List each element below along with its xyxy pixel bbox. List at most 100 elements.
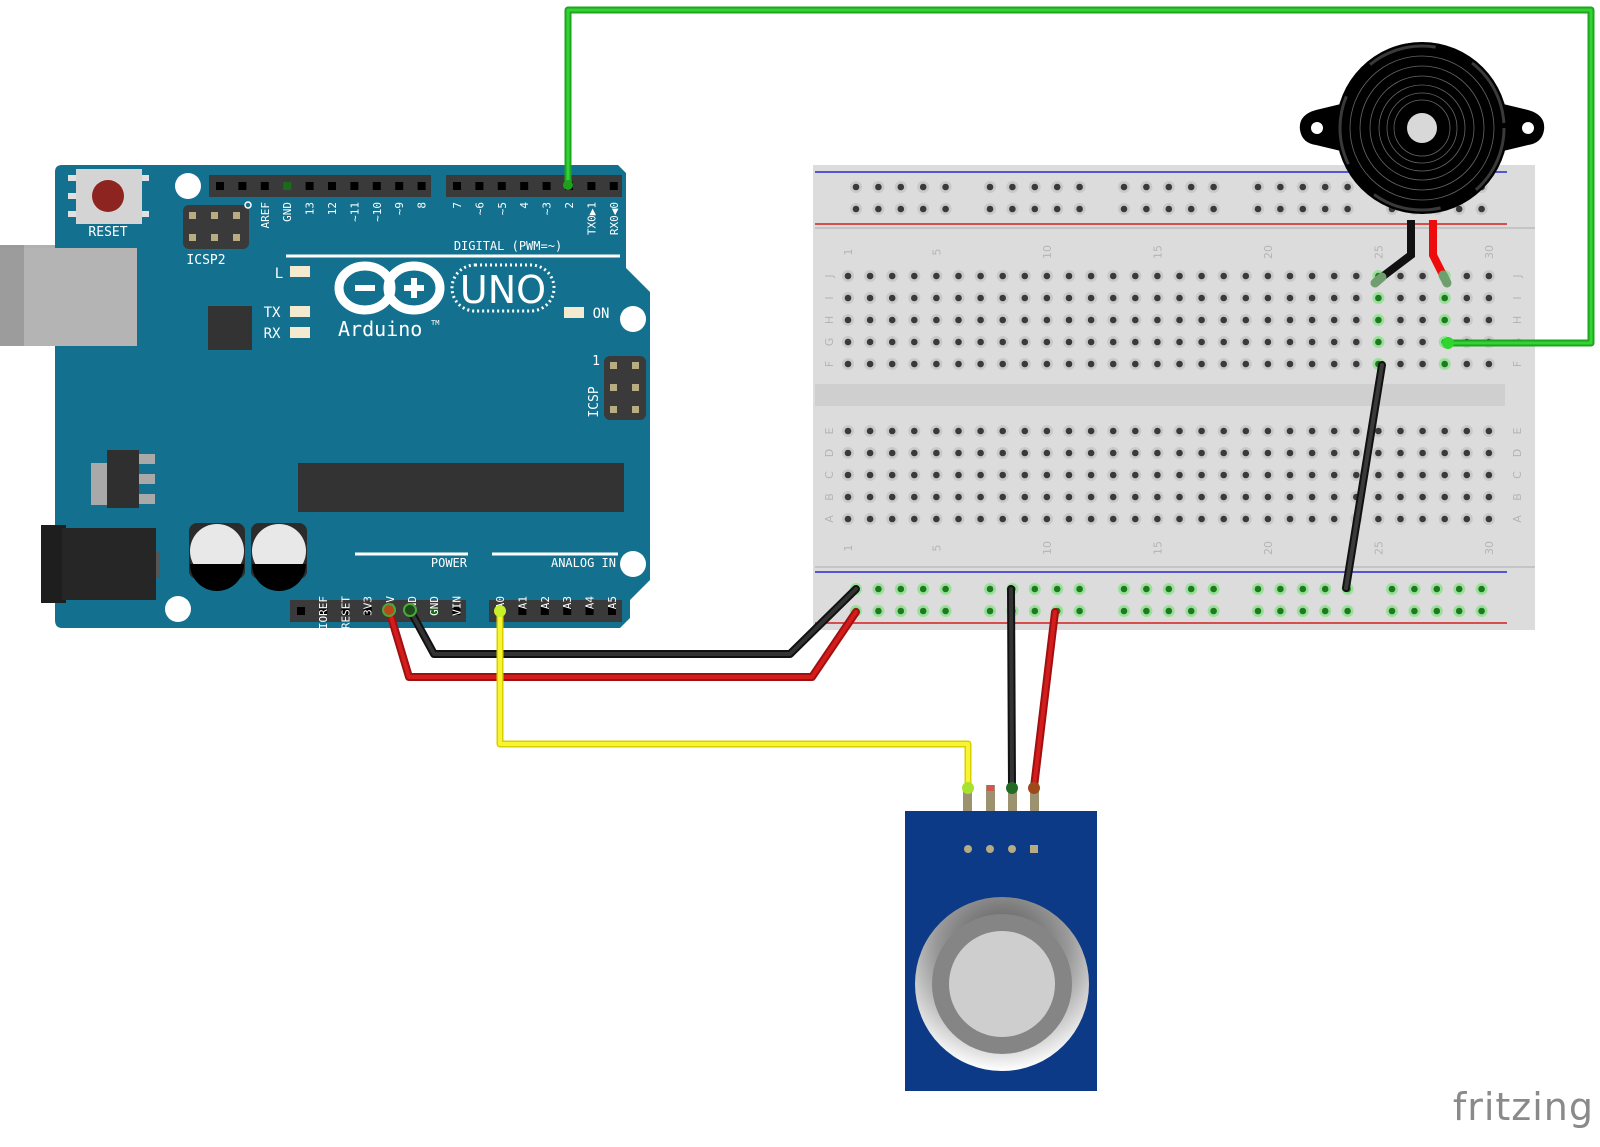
breadboard-hole[interactable] xyxy=(942,585,949,593)
breadboard-hole[interactable] xyxy=(844,316,852,324)
breadboard-hole[interactable] xyxy=(999,515,1006,523)
breadboard-hole[interactable] xyxy=(1397,360,1404,368)
breadboard-hole[interactable] xyxy=(1286,427,1294,435)
breadboard-hole[interactable] xyxy=(1485,515,1493,523)
breadboard-hole[interactable] xyxy=(1021,360,1029,368)
breadboard-hole[interactable] xyxy=(1485,360,1493,368)
header-pin[interactable] xyxy=(520,182,529,190)
breadboard-hole[interactable] xyxy=(1419,294,1426,302)
header-pin[interactable] xyxy=(587,182,596,190)
header-pin[interactable] xyxy=(497,182,506,190)
breadboard-hole[interactable] xyxy=(955,427,962,435)
breadboard-hole[interactable] xyxy=(1308,449,1316,457)
breadboard-hole[interactable] xyxy=(977,338,984,346)
breadboard-hole[interactable] xyxy=(1065,427,1073,435)
breadboard-hole[interactable] xyxy=(866,316,874,324)
breadboard-hole[interactable] xyxy=(897,205,905,213)
breadboard-hole[interactable] xyxy=(888,338,896,346)
breadboard-hole[interactable] xyxy=(1021,272,1029,280)
breadboard-hole[interactable] xyxy=(1176,360,1183,368)
breadboard-hole[interactable] xyxy=(911,338,918,346)
breadboard-hole[interactable] xyxy=(933,272,940,280)
header-pin[interactable] xyxy=(319,607,328,615)
breadboard-hole[interactable] xyxy=(955,449,962,457)
breadboard-hole[interactable] xyxy=(1087,515,1095,523)
breadboard-hole[interactable] xyxy=(1187,205,1195,213)
header-pin[interactable] xyxy=(350,182,359,190)
header-pin[interactable] xyxy=(452,607,461,615)
breadboard-hole[interactable] xyxy=(1087,338,1095,346)
header-pin[interactable] xyxy=(372,182,381,190)
breadboard-hole[interactable] xyxy=(1143,205,1150,213)
breadboard-hole[interactable] xyxy=(875,205,882,213)
breadboard-hole[interactable] xyxy=(1321,607,1329,615)
breadboard-hole[interactable] xyxy=(1397,294,1404,302)
breadboard-hole[interactable] xyxy=(1198,471,1205,479)
breadboard-hole[interactable] xyxy=(1388,585,1396,593)
breadboard-hole[interactable] xyxy=(1076,205,1083,213)
breadboard-hole[interactable] xyxy=(919,585,927,593)
breadboard-hole[interactable] xyxy=(1165,205,1173,213)
header-pin[interactable] xyxy=(430,607,439,615)
breadboard-hole[interactable] xyxy=(1031,183,1039,191)
breadboard-hole[interactable] xyxy=(1021,493,1029,501)
breadboard-hole[interactable] xyxy=(1154,427,1161,435)
breadboard-hole[interactable] xyxy=(1419,338,1426,346)
breadboard-hole[interactable] xyxy=(1330,272,1338,280)
breadboard-hole[interactable] xyxy=(888,449,896,457)
breadboard-hole[interactable] xyxy=(999,493,1006,501)
breadboard-hole[interactable] xyxy=(911,360,918,368)
breadboard-hole[interactable] xyxy=(1220,338,1227,346)
breadboard-hole[interactable] xyxy=(1254,205,1262,213)
breadboard-hole[interactable] xyxy=(888,471,896,479)
breadboard-hole[interactable] xyxy=(977,316,984,324)
breadboard-hole[interactable] xyxy=(888,360,896,368)
breadboard-hole[interactable] xyxy=(1087,471,1095,479)
breadboard-hole[interactable] xyxy=(1441,360,1448,368)
wire-a0[interactable] xyxy=(496,607,972,791)
breadboard-hole[interactable] xyxy=(1210,183,1217,191)
breadboard-hole[interactable] xyxy=(844,471,852,479)
breadboard-hole[interactable] xyxy=(1308,427,1316,435)
breadboard-hole[interactable] xyxy=(1463,471,1471,479)
header-pin[interactable] xyxy=(363,607,372,615)
breadboard-hole[interactable] xyxy=(955,294,962,302)
breadboard-hole[interactable] xyxy=(1242,515,1250,523)
header-pin[interactable] xyxy=(542,182,551,190)
breadboard-hole[interactable] xyxy=(888,493,896,501)
header-pin[interactable] xyxy=(475,182,484,190)
breadboard-hole[interactable] xyxy=(1176,316,1183,324)
breadboard-hole[interactable] xyxy=(888,427,896,435)
breadboard-hole[interactable] xyxy=(942,183,949,191)
breadboard-hole[interactable] xyxy=(1308,338,1316,346)
breadboard-hole[interactable] xyxy=(1242,427,1250,435)
breadboard-hole[interactable] xyxy=(999,471,1006,479)
header-pin[interactable] xyxy=(283,182,292,190)
breadboard-hole[interactable] xyxy=(1242,471,1250,479)
breadboard-hole[interactable] xyxy=(911,471,918,479)
breadboard-hole[interactable] xyxy=(1220,294,1227,302)
breadboard-hole[interactable] xyxy=(911,515,918,523)
breadboard-hole[interactable] xyxy=(1308,493,1316,501)
breadboard-hole[interactable] xyxy=(1419,449,1426,457)
breadboard-hole[interactable] xyxy=(1485,272,1493,280)
breadboard-hole[interactable] xyxy=(875,585,882,593)
breadboard-hole[interactable] xyxy=(1308,360,1316,368)
breadboard-hole[interactable] xyxy=(1087,449,1095,457)
breadboard-hole[interactable] xyxy=(1109,272,1117,280)
breadboard-hole[interactable] xyxy=(1321,183,1329,191)
breadboard-hole[interactable] xyxy=(911,294,918,302)
breadboard-hole[interactable] xyxy=(933,338,940,346)
breadboard-hole[interactable] xyxy=(1176,449,1183,457)
breadboard-hole[interactable] xyxy=(1065,338,1073,346)
breadboard-hole[interactable] xyxy=(1299,585,1307,593)
breadboard-hole[interactable] xyxy=(955,471,962,479)
breadboard-hole[interactable] xyxy=(911,427,918,435)
breadboard-hole[interactable] xyxy=(897,585,905,593)
breadboard-hole[interactable] xyxy=(844,294,852,302)
breadboard-hole[interactable] xyxy=(1198,515,1205,523)
breadboard-hole[interactable] xyxy=(1455,205,1463,213)
breadboard-hole[interactable] xyxy=(1198,272,1205,280)
breadboard-hole[interactable] xyxy=(999,316,1006,324)
breadboard-hole[interactable] xyxy=(844,515,852,523)
